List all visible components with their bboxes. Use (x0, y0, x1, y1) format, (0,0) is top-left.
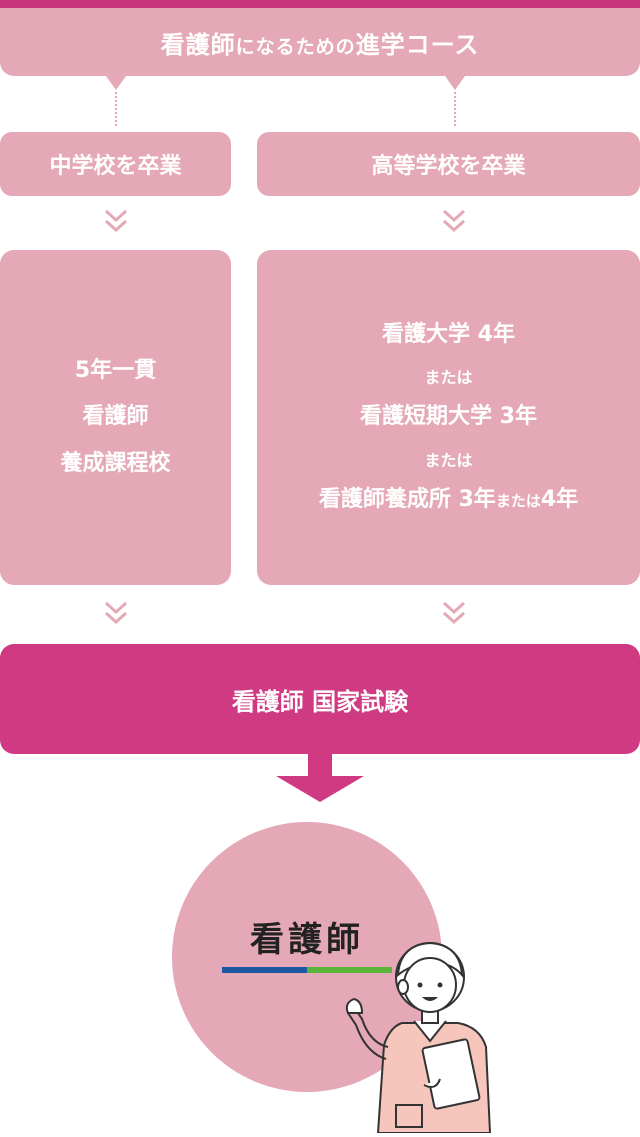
down-arrow-head-icon (276, 776, 364, 802)
down-arrow-icon (308, 754, 332, 776)
junior-high-graduation-label: 中学校を卒業 (49, 154, 182, 179)
result-label: 看護師 (250, 920, 364, 960)
title-sub: になるための (235, 35, 356, 58)
title-pointer-right (445, 76, 465, 90)
program-line-1: 5年一貫 (74, 357, 157, 383)
title-pointer-left (106, 76, 126, 90)
higher-education-options-box: 看護大学 4年 または 看護短期大学 3年 または 看護師養成所 3年または4年 (257, 250, 640, 585)
option-training-school-main: 看護師養成所 3年 (318, 486, 496, 512)
high-school-graduation-label: 高等学校を卒業 (371, 154, 526, 179)
program-line-2: 看護師 (82, 404, 149, 430)
or-label-1: または (424, 368, 473, 388)
dotted-connector-right (454, 92, 456, 126)
national-exam-box: 看護師 国家試験 (0, 644, 640, 754)
national-exam-label: 看護師 国家試験 (231, 687, 409, 716)
double-chevron-down-icon (441, 600, 467, 626)
course-title-banner: 看護師になるための進学コース (0, 8, 640, 76)
option-training-school-or: または (495, 491, 541, 510)
high-school-graduation-box: 高等学校を卒業 (257, 132, 640, 196)
dotted-connector-left (115, 92, 117, 126)
underline-green (307, 967, 392, 973)
option-training-school: 看護師養成所 3年または4年 (319, 487, 578, 513)
double-chevron-down-icon (103, 600, 129, 626)
underline-blue (222, 967, 307, 973)
nurse-illustration (340, 935, 500, 1134)
title-main-1: 看護師 (160, 30, 236, 59)
double-chevron-down-icon (441, 208, 467, 234)
junior-high-graduation-box: 中学校を卒業 (0, 132, 231, 196)
five-year-program-box: 5年一貫 看護師 養成課程校 (0, 250, 231, 585)
title-main-2: 進学コース (355, 30, 480, 59)
program-line-3: 養成課程校 (60, 450, 171, 476)
top-accent-bar (0, 0, 640, 8)
double-chevron-down-icon (103, 208, 129, 234)
option-training-school-end: 4年 (540, 486, 579, 512)
option-university: 看護大学 4年 (382, 321, 515, 347)
option-junior-college: 看護短期大学 3年 (360, 404, 537, 430)
or-label-2: または (424, 450, 473, 470)
